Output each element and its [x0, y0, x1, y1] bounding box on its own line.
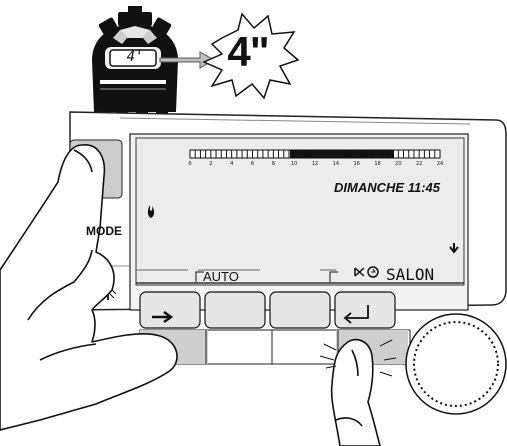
timer-duration: 4" [212, 28, 284, 76]
timeline-label: 20 [395, 161, 401, 167]
timeline-label: 8 [272, 161, 275, 167]
timer-lcd-readout: 4' [113, 49, 157, 65]
timeline-label: 12 [312, 161, 318, 167]
timeline-label: 6 [251, 161, 254, 167]
function-button-1[interactable] [140, 292, 200, 328]
function-button-4[interactable] [335, 292, 395, 328]
timeline-label: 10 [291, 161, 297, 167]
timeline-label: 4 [230, 161, 233, 167]
day-time-display: DIMANCHE 11:45 [300, 180, 440, 195]
timeline-label: 2 [209, 161, 212, 167]
rotary-knob[interactable] [406, 314, 506, 414]
timeline-label: 14 [333, 161, 339, 167]
pressing-hand [332, 340, 380, 446]
timeline-label: 24 [437, 161, 443, 167]
function-button-3[interactable] [270, 292, 330, 328]
mode-label: MODE [86, 224, 122, 238]
timeline-label: 0 [188, 161, 191, 167]
timeline-label: 16 [353, 161, 359, 167]
function-button-2[interactable] [205, 292, 265, 328]
auto-mode-label: AUTO [203, 269, 239, 284]
timeline-label: 18 [374, 161, 380, 167]
timeline-label: 22 [416, 161, 422, 167]
zone-name-label: SALON [386, 265, 434, 284]
